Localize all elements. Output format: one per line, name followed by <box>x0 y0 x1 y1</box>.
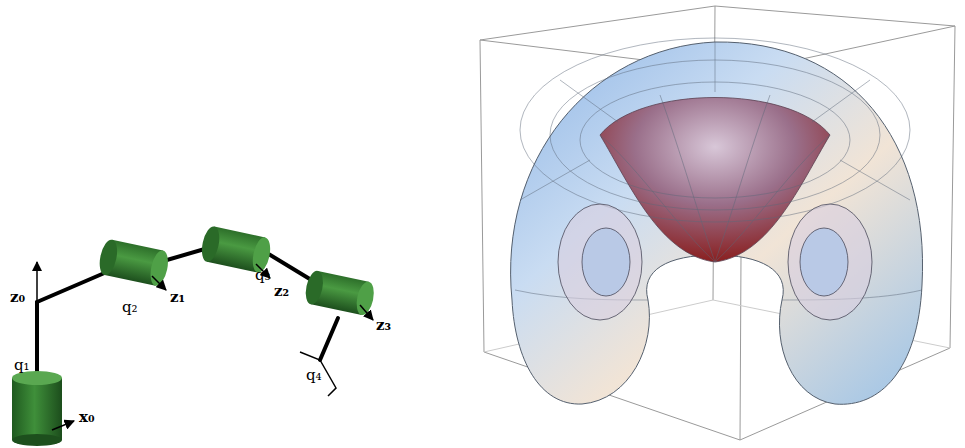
axis-label: z₂ <box>274 284 289 299</box>
joint-3 <box>199 225 273 274</box>
axis-arrows <box>37 262 373 430</box>
joint-2 <box>97 238 171 287</box>
joint-4 <box>303 269 377 316</box>
inner-loops <box>558 204 872 320</box>
workspace-surface <box>511 38 923 404</box>
joint-variable: q₂ <box>122 300 138 315</box>
gripper-symbol <box>300 352 336 396</box>
axis-label: z₀ <box>10 290 25 305</box>
axis-label: z₃ <box>376 318 391 333</box>
joint-variable: q₄ <box>306 368 322 383</box>
joint-variable: q₃ <box>255 268 271 283</box>
joint-variable: q₁ <box>14 358 30 373</box>
plot-box <box>480 6 955 440</box>
axis-label: z₁ <box>170 290 185 305</box>
robot-arm <box>37 246 338 375</box>
axis-label: x₀ <box>79 410 95 425</box>
base-joint <box>12 371 62 446</box>
